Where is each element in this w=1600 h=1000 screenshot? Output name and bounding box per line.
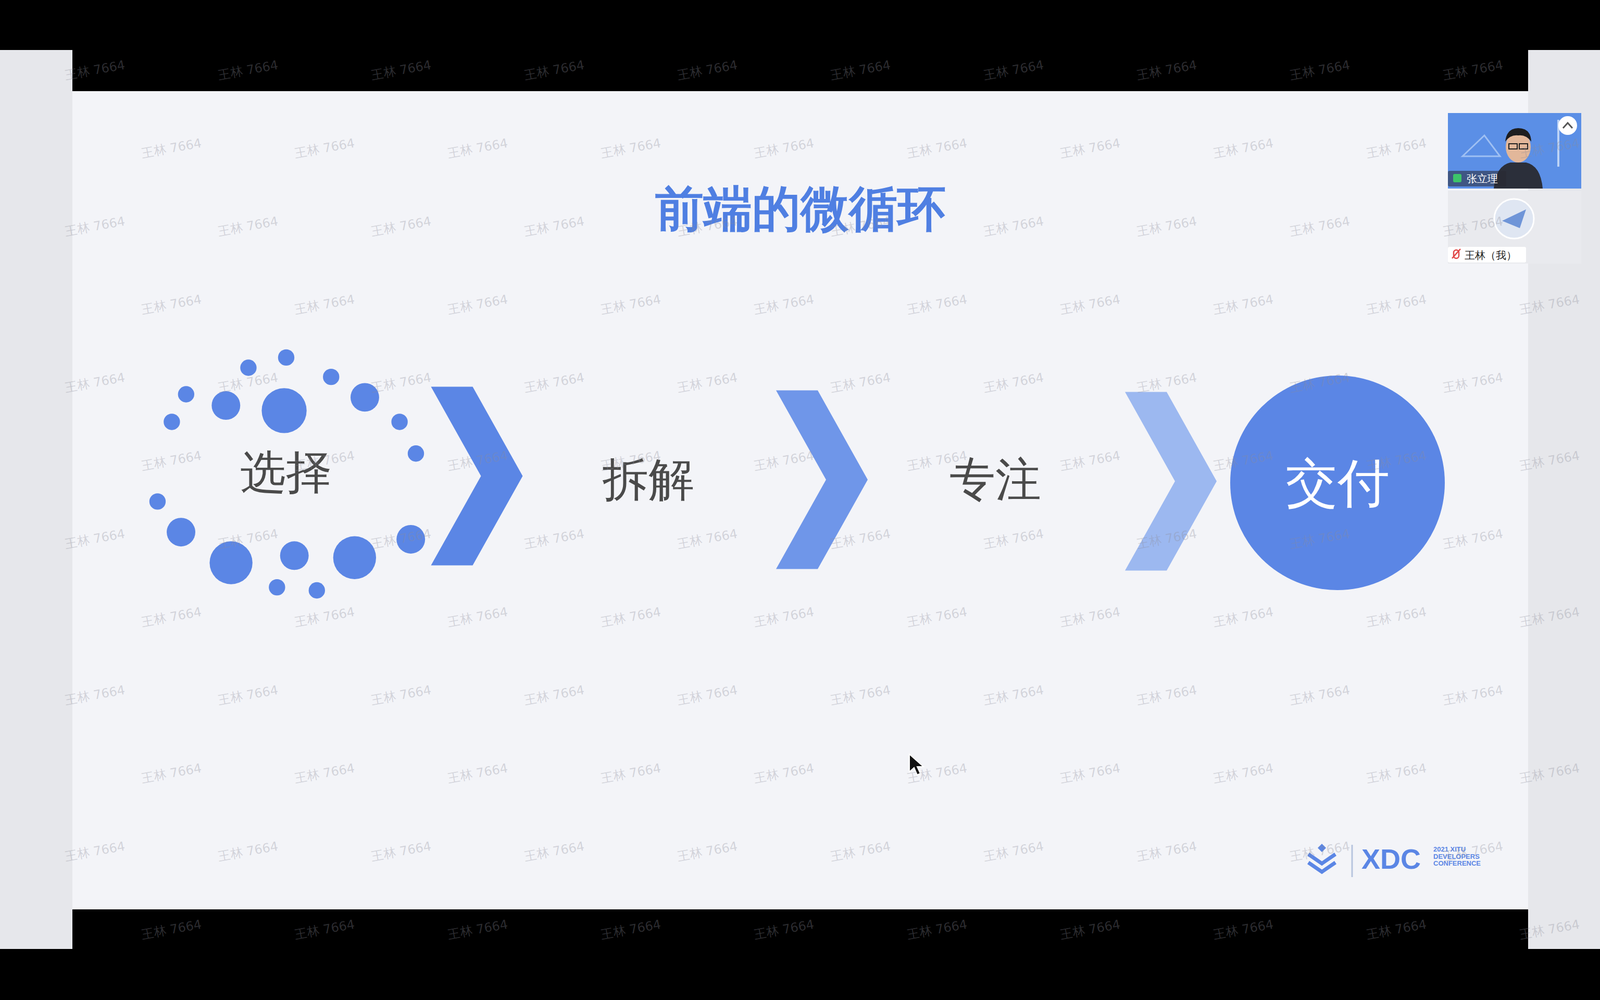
- logo-text: XDC: [1361, 842, 1421, 875]
- mic-muted-icon: [1452, 248, 1461, 259]
- participant-name: 张立理: [1466, 171, 1498, 186]
- ring-dot: [308, 582, 325, 599]
- watermark: 王林 7664: [599, 915, 663, 943]
- ring-dot: [279, 541, 309, 570]
- watermark: 王林 7664: [1441, 56, 1505, 84]
- ring-dot: [166, 517, 196, 547]
- watermark: 王林 7664: [293, 915, 357, 943]
- video-backdrop: [1462, 135, 1500, 157]
- person-glasses: [1508, 143, 1518, 149]
- ring-dot: [211, 391, 241, 420]
- logo-divider: [1351, 844, 1354, 878]
- person-hair: [1505, 128, 1532, 142]
- watermark: 王林 7664: [522, 56, 586, 84]
- ring-dot: [277, 349, 294, 366]
- chevron-shape: [1125, 392, 1217, 571]
- ring-dot: [177, 385, 194, 403]
- avatar-plane: [1502, 209, 1527, 229]
- chevron-arrow: [1125, 392, 1217, 571]
- ring-dot: [148, 493, 166, 510]
- watermark: 王林 7664: [905, 915, 969, 943]
- ring-dot: [268, 579, 285, 596]
- chevron-arrow: [431, 386, 523, 566]
- ring-dot: [407, 445, 424, 462]
- participant-name: 王林（我）: [1464, 248, 1517, 263]
- watermark: 王林 7664: [369, 56, 433, 84]
- name-tag: [1447, 170, 1507, 187]
- side-bar: [0, 50, 73, 949]
- collapse-button: [1558, 116, 1578, 135]
- circle-fill: [1230, 375, 1445, 591]
- watermark: 王林 7664: [216, 56, 280, 84]
- watermark: 王林 7664: [752, 915, 816, 943]
- watermark: 王林 7664: [140, 915, 204, 943]
- logo-mark: [1308, 862, 1336, 872]
- watermark: 王林 7664: [446, 915, 510, 943]
- chevron-shape: [431, 386, 523, 566]
- ring-dot: [163, 413, 180, 430]
- share-icon: [1453, 173, 1462, 183]
- collapse-chevron: [1563, 122, 1573, 129]
- watermark: 王林 7664: [1058, 915, 1122, 943]
- watermark: 王林 7664: [829, 56, 893, 84]
- watermark: 王林 7664: [982, 56, 1046, 84]
- watermark: 王林 7664: [1135, 56, 1199, 84]
- watermark: 王林 7664: [1365, 915, 1429, 943]
- watermark: 王林 7664: [63, 56, 127, 84]
- ring-dot: [391, 413, 408, 430]
- watermark: 王林 7664: [1288, 56, 1352, 84]
- ring-dot: [322, 368, 340, 385]
- slide-background: [72, 91, 1529, 910]
- ring-dot: [332, 536, 376, 580]
- watermark: 王林 7664: [1211, 915, 1275, 943]
- name-tag: [1447, 246, 1527, 263]
- watermark: 王林 7664: [676, 56, 740, 84]
- ring-dot: [261, 388, 307, 433]
- circle-node: 交付: [1230, 375, 1445, 591]
- video-panel: [1447, 113, 1582, 189]
